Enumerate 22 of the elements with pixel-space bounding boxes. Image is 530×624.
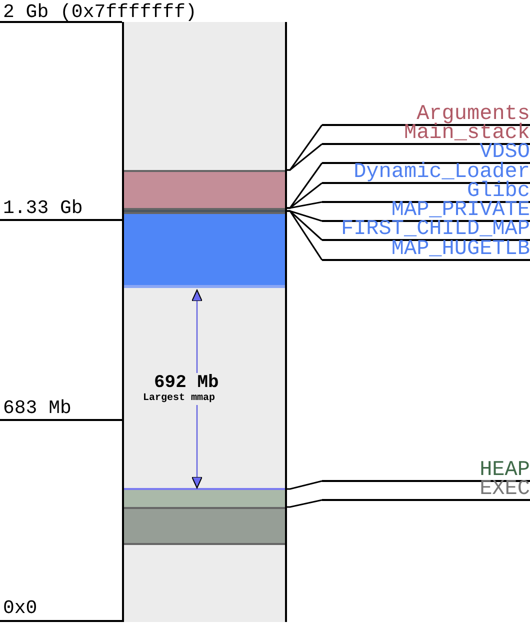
leader-line <box>287 124 323 171</box>
leader-line <box>287 162 323 209</box>
region-label: EXEC <box>322 480 530 501</box>
dimension-value: 692 Mb <box>154 373 219 393</box>
leader-line <box>287 480 322 490</box>
library-band <box>124 208 285 212</box>
dimension-caption: Largest mmap <box>143 393 216 405</box>
region-label: MAP_HUGETLB <box>322 240 530 261</box>
mmap-band <box>124 212 285 288</box>
memory-column <box>122 22 287 622</box>
address-label: 1.33 Gb <box>3 198 83 218</box>
exec-band <box>124 507 285 545</box>
region-label: FIRST_CHILD_MAP <box>322 220 530 241</box>
stack-band <box>124 170 285 208</box>
leader-line <box>287 143 322 171</box>
heap-band <box>124 488 285 507</box>
leader-line <box>287 201 322 209</box>
leader-line <box>287 499 322 508</box>
address-label: 683 Mb <box>3 398 72 418</box>
address-label: 2 Gb (0x7fffffff) <box>3 2 197 22</box>
leader-line <box>287 210 323 260</box>
address-label: 0x0 <box>3 598 38 618</box>
